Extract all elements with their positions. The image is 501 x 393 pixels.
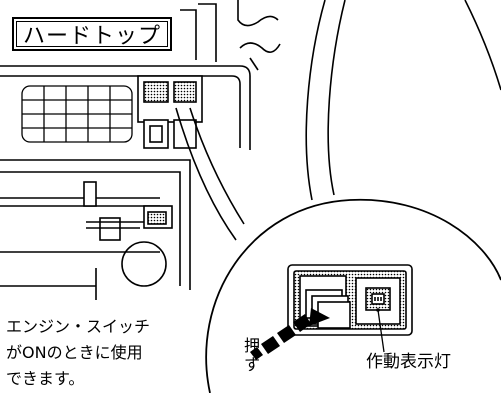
steering-wheel (305, 0, 501, 201)
notice-line: エンジン・スイッチ (6, 317, 151, 336)
switch-cluster (137, 75, 203, 149)
notice-line: できます。 (6, 369, 85, 388)
notice-line: がONのときに使用 (6, 343, 143, 362)
push-label: 押す (244, 336, 261, 374)
indicator-label: 作動表示灯 (366, 352, 451, 372)
title-label: ハードトップ (22, 24, 161, 49)
callout-lines (175, 107, 245, 241)
indicator-pointer (377, 309, 385, 353)
push-arrow-icon (250, 308, 330, 360)
title-box: ハードトップ (12, 17, 172, 51)
round-knob (121, 241, 167, 287)
gear-lever (83, 181, 173, 241)
dashboard-panel (0, 65, 251, 300)
wiper-stalk (180, 0, 281, 71)
usage-notice: エンジン・スイッチ がONのときに使用 できます。 (6, 314, 202, 392)
air-vent (21, 85, 133, 143)
